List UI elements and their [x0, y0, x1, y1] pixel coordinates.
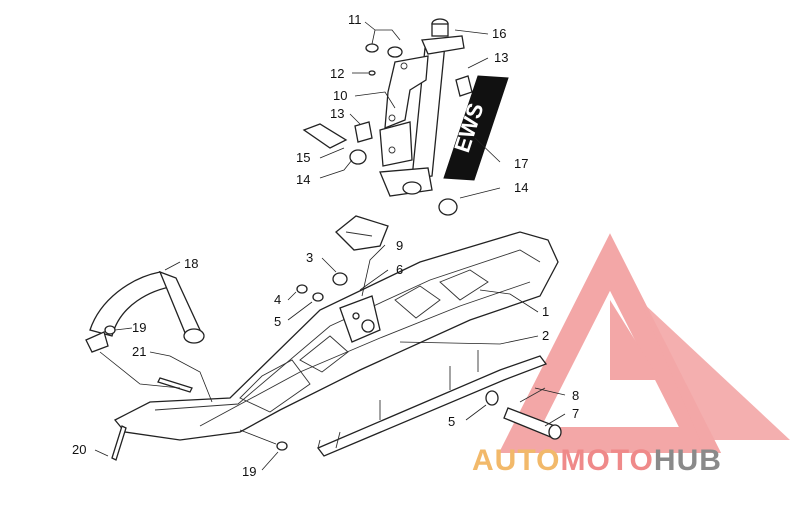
spindle-assembly: [302, 18, 473, 216]
watermark-logo: [498, 233, 790, 453]
callout-21: 21: [132, 344, 146, 359]
callout-5-upper: 5: [274, 314, 281, 329]
callout-19-lower: 19: [242, 464, 256, 479]
callout-8: 8: [572, 388, 579, 403]
callout-17: 17: [514, 156, 528, 171]
callout-2: 2: [542, 328, 549, 343]
handle-hardware: [104, 325, 288, 461]
callout-7: 7: [572, 406, 579, 421]
watermark-hub: HUB: [654, 444, 722, 477]
callout-3: 3: [306, 250, 313, 265]
callouts: 11 16 13 12 10 13 15 14 17 14 18 3 9 6 4…: [72, 12, 579, 479]
callout-13-left: 13: [330, 106, 344, 121]
ski: [113, 215, 559, 441]
callout-4: 4: [274, 292, 281, 307]
callout-1: 1: [542, 304, 549, 319]
callout-10: 10: [333, 88, 347, 103]
callout-15: 15: [296, 150, 310, 165]
callout-12: 12: [330, 66, 344, 81]
watermark-auto: AUTO: [472, 444, 560, 477]
watermark-moto: MOTO: [560, 444, 653, 477]
callout-14-left: 14: [296, 172, 310, 187]
callout-18: 18: [184, 256, 198, 271]
callout-20: 20: [72, 442, 86, 457]
ski-handle: [85, 270, 205, 353]
leader-lines: [94, 21, 566, 471]
callout-16: 16: [492, 26, 506, 41]
spindle-bolt: [485, 387, 562, 440]
ews-decal: EWS: [443, 75, 509, 181]
watermark-text: AUTOMOTOHUB: [472, 444, 722, 477]
callout-11: 11: [348, 12, 362, 27]
callout-6: 6: [396, 262, 403, 277]
callout-13-top: 13: [494, 50, 508, 65]
callout-9: 9: [396, 238, 403, 253]
callout-5-lower: 5: [448, 414, 455, 429]
callout-19-upper: 19: [132, 320, 146, 335]
callout-14-right: 14: [514, 180, 528, 195]
wear-bar: [316, 350, 548, 457]
watermark-brand: AUTOMOTOHUB: [472, 444, 722, 477]
